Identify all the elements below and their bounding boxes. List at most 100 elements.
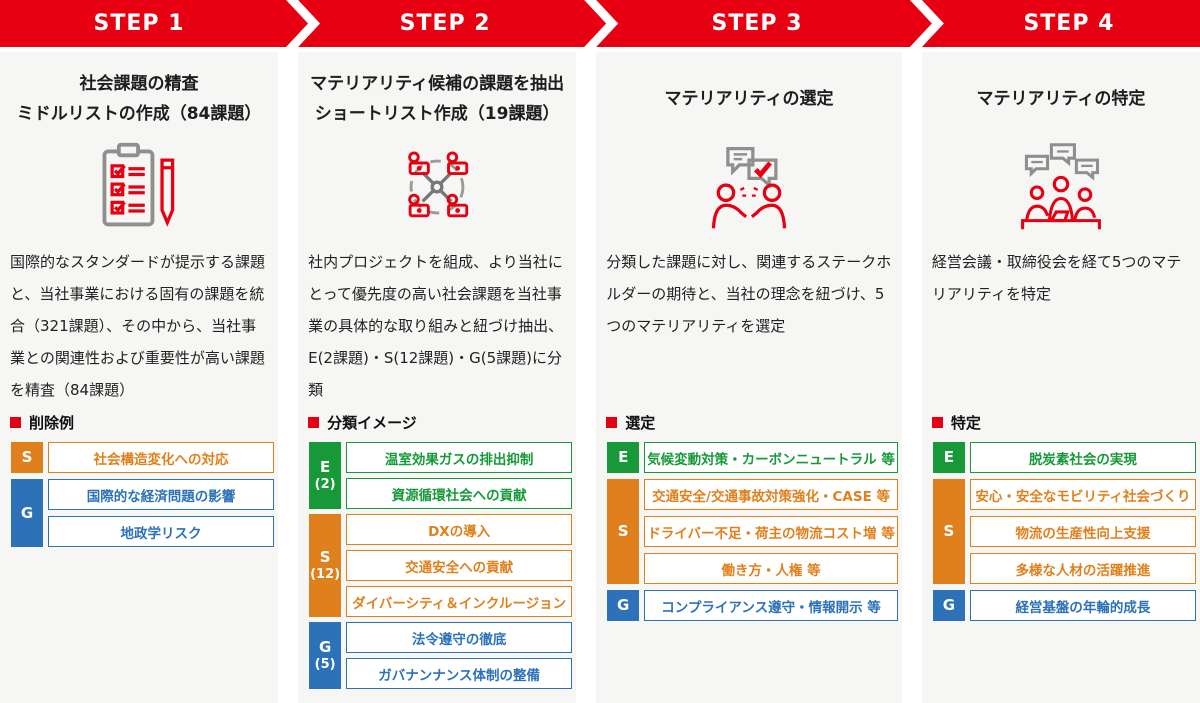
esg-items: コンプライアンス遵守・情報開示 等	[644, 590, 898, 621]
esg-badge-s: S	[607, 479, 640, 584]
esg-group-g: G (5) 法令遵守の徹底 ガバナンナンス体制の整備	[309, 622, 573, 689]
esg-badge-g: G	[607, 590, 640, 621]
esg-item: 社会構造変化への対応	[48, 442, 275, 473]
step-1-banner: STEP 1	[0, 0, 308, 47]
esg-items: 経営基盤の年輪的成長	[969, 590, 1196, 621]
badge-letter: G	[20, 503, 34, 522]
esg-items: 温室効果ガスの排出抑制 資源循環社会への貢献	[346, 442, 573, 509]
badge-letter: S	[319, 548, 331, 566]
esg-items: 法令遵守の徹底 ガバナンナンス体制の整備	[346, 622, 573, 689]
esg-group-g: G 経営基盤の年輪的成長	[932, 590, 1196, 621]
esg-badge-g: G (5)	[309, 622, 342, 689]
meeting-discussion-icon	[922, 136, 1200, 238]
esg-items: 交通安全/交通事故対策強化・CASE 等 ドライバー不足・荷主の物流コスト増 等…	[644, 479, 898, 584]
step-4-section-label: 特定	[922, 412, 1200, 433]
esg-badge-e: E	[607, 442, 640, 473]
step-1-section-label-text: 削除例	[29, 414, 75, 432]
step-2-title-line-2: ショートリスト作成（19課題）	[314, 104, 560, 124]
step-4-title: マテリアリティの特定	[922, 62, 1200, 132]
step-3-title-line-1: マテリアリティの選定	[664, 89, 834, 109]
esg-item: 気候変動対策・カーボンニュートラル 等	[644, 442, 898, 473]
step-2-section-label-text: 分類イメージ	[327, 414, 417, 432]
step-1-title-line-2: ミドルリストの作成（84課題）	[16, 104, 262, 124]
step-1-title: 社会課題の精査 ミドルリストの作成（84課題）	[0, 62, 278, 132]
badge-letter: E	[943, 448, 955, 467]
step-3-title: マテリアリティの選定	[596, 62, 902, 132]
step-2-banner-label: STEP 2	[399, 11, 491, 36]
badge-count: (5)	[314, 656, 336, 672]
step-3-section-label: 選定	[596, 412, 902, 433]
esg-items: 気候変動対策・カーボンニュートラル 等	[644, 442, 898, 473]
esg-item: ドライバー不足・荷主の物流コスト増 等	[644, 516, 898, 547]
esg-group-g: G コンプライアンス遵守・情報開示 等	[607, 590, 898, 621]
step-4-banner-label: STEP 4	[1023, 11, 1115, 36]
step-2-esg-list: E (2) 温室効果ガスの排出抑制 資源循環社会への貢献 S (12) DXの導…	[298, 442, 576, 695]
esg-badge-s: S (12)	[309, 514, 342, 617]
step-3-banner-label: STEP 3	[711, 11, 803, 36]
step-1-title-line-1: 社会課題の精査	[79, 74, 199, 94]
esg-items: 国際的な経済問題の影響 地政学リスク	[48, 479, 275, 547]
esg-items: 安心・安全なモビリティ社会づくり 物流の生産性向上支援 多様な人材の活躍推進	[969, 479, 1196, 584]
badge-letter: S	[617, 522, 629, 541]
esg-items: 社会構造変化への対応	[48, 442, 275, 473]
dialogue-agreement-icon	[596, 136, 902, 238]
esg-badge-e: E	[932, 442, 965, 473]
esg-group-s: S (12) DXの導入 交通安全への貢献 ダイバーシティ＆インクルージョン	[309, 514, 573, 617]
badge-letter: E	[319, 458, 331, 476]
step-3-column: STEP 3 マテリアリティの選定	[596, 0, 902, 703]
step-3-banner: STEP 3	[596, 0, 932, 47]
badge-count: (12)	[310, 566, 341, 582]
step-4-esg-list: E 脱炭素社会の実現 S 安心・安全なモビリティ社会づくり 物流の生産性向上支援…	[922, 442, 1200, 627]
step-2-description: 社内プロジェクトを組成、より当社にとって優先度の高い社会課題を当社事業の具体的な…	[308, 253, 564, 399]
step-4-section-label-text: 特定	[950, 414, 981, 432]
step-1-card: 社会課題の精査 ミドルリストの作成（84課題） 国	[0, 52, 279, 703]
badge-letter: E	[618, 448, 629, 467]
esg-badge-e: E (2)	[309, 442, 342, 509]
clipboard-checklist-icon	[0, 136, 278, 238]
esg-item: 物流の生産性向上支援	[969, 516, 1196, 547]
step-2-section-label: 分類イメージ	[298, 412, 576, 433]
step-1-esg-list: S 社会構造変化への対応 G 国際的な経済問題の影響 地政学リスク	[0, 442, 278, 553]
badge-letter: G	[318, 638, 332, 656]
esg-item: 法令遵守の徹底	[346, 622, 573, 653]
esg-group-e: E (2) 温室効果ガスの排出抑制 資源循環社会への貢献	[309, 442, 573, 509]
badge-letter: S	[21, 448, 33, 467]
step-3-card: マテリアリティの選定	[596, 52, 902, 703]
step-4-title-line-1: マテリアリティの特定	[976, 89, 1146, 109]
esg-group-s: S 交通安全/交通事故対策強化・CASE 等 ドライバー不足・荷主の物流コスト増…	[607, 479, 898, 584]
esg-item: 交通安全/交通事故対策強化・CASE 等	[644, 479, 898, 510]
step-4-column: STEP 4 マテリアリティの特定	[921, 0, 1200, 703]
step-4-card: マテリアリティの特定	[921, 52, 1200, 703]
esg-item: 地政学リスク	[48, 516, 275, 547]
project-team-network-icon	[298, 136, 576, 238]
esg-badge-s: S	[932, 479, 965, 584]
esg-item: ガバナンナンス体制の整備	[346, 658, 573, 689]
esg-item: ダイバーシティ＆インクルージョン	[346, 586, 573, 617]
badge-letter: G	[942, 596, 956, 615]
step-1-column: STEP 1 社会課題の精査 ミドルリストの作成（84課題）	[0, 0, 278, 703]
esg-item: 温室効果ガスの排出抑制	[346, 442, 573, 473]
esg-group-e: E 脱炭素社会の実現	[932, 442, 1196, 473]
step-4-banner: STEP 4	[921, 0, 1200, 47]
badge-letter: S	[943, 522, 955, 541]
step-4-description: 経営会議・取締役会を経て5つのマテリアリティを特定	[931, 253, 1182, 303]
esg-group-g: G 国際的な経済問題の影響 地政学リスク	[11, 479, 275, 547]
esg-badge-g: G	[932, 590, 965, 621]
red-square-bullet	[10, 417, 21, 428]
step-3-section-label-text: 選定	[625, 414, 656, 432]
step-2-title-line-1: マテリアリティ候補の課題を抽出	[310, 74, 565, 94]
badge-letter: G	[617, 596, 630, 615]
esg-item: 交通安全への貢献	[346, 550, 573, 581]
esg-item: 安心・安全なモビリティ社会づくり	[969, 479, 1196, 510]
red-square-bullet	[308, 417, 320, 428]
step-2-title: マテリアリティ候補の課題を抽出 ショートリスト作成（19課題）	[298, 62, 576, 132]
esg-item: DXの導入	[346, 514, 573, 545]
esg-item: 多様な人材の活躍推進	[969, 553, 1196, 584]
esg-badge-g: G	[11, 479, 43, 547]
esg-group-e: E 気候変動対策・カーボンニュートラル 等	[607, 442, 898, 473]
step-1-description: 国際的なスタンダードが提示する課題と、当社事業における固有の課題を統合（321課…	[10, 253, 266, 399]
step-1-banner-label: STEP 1	[93, 11, 185, 36]
red-square-bullet	[606, 417, 618, 428]
esg-item: 働き方・人権 等	[644, 553, 898, 584]
